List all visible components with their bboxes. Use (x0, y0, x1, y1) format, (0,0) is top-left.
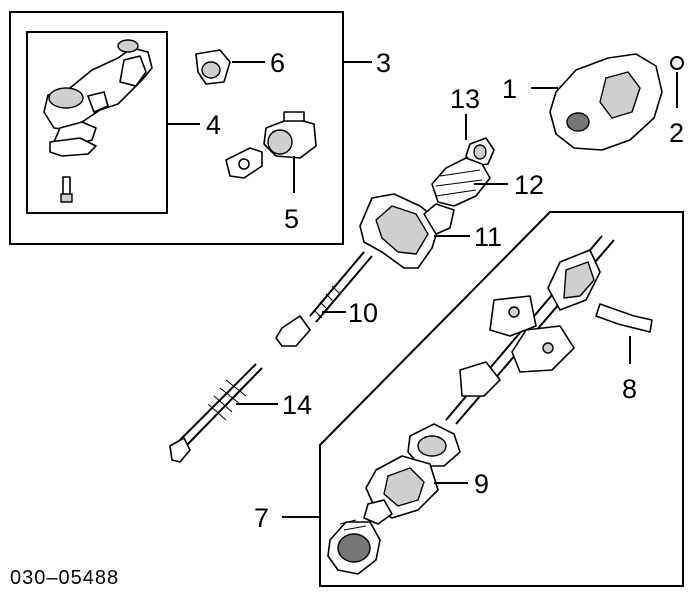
callout-14: 14 (282, 390, 312, 420)
lock-cylinder-housing-part (43, 39, 153, 157)
group-box-lock-set (9, 11, 344, 245)
lower-shaft-part (169, 363, 263, 463)
callout-7: 7 (254, 503, 269, 533)
callout-11: 11 (474, 222, 502, 252)
callout-2: 2 (669, 118, 684, 148)
group-box-column-assembly (319, 211, 684, 587)
steering-column-assembly-part (445, 235, 653, 425)
key-cylinder-part (225, 111, 317, 179)
universal-joint-part (363, 423, 461, 525)
o-ring-part (670, 56, 684, 70)
callout-1: 1 (502, 74, 517, 104)
diagram-part-number: 030–05488 (10, 567, 119, 589)
column-boot-clamp-part (465, 137, 495, 167)
column-boot-part (431, 157, 491, 207)
bushing-part (195, 49, 231, 85)
small-bolt-part (60, 176, 73, 203)
column-cover-part (549, 53, 663, 151)
callout-12: 12 (514, 170, 544, 200)
callout-8: 8 (622, 374, 637, 404)
callout-6: 6 (270, 48, 285, 78)
group-box-lock-cylinder (26, 31, 168, 214)
callout-10: 10 (348, 298, 378, 328)
callout-13: 13 (450, 84, 480, 114)
column-hole-cover-part (359, 193, 455, 269)
callout-4: 4 (206, 110, 221, 140)
callout-9: 9 (474, 469, 489, 499)
callout-3: 3 (376, 48, 391, 78)
callout-5: 5 (284, 204, 299, 234)
yoke-cap-part (327, 519, 381, 575)
